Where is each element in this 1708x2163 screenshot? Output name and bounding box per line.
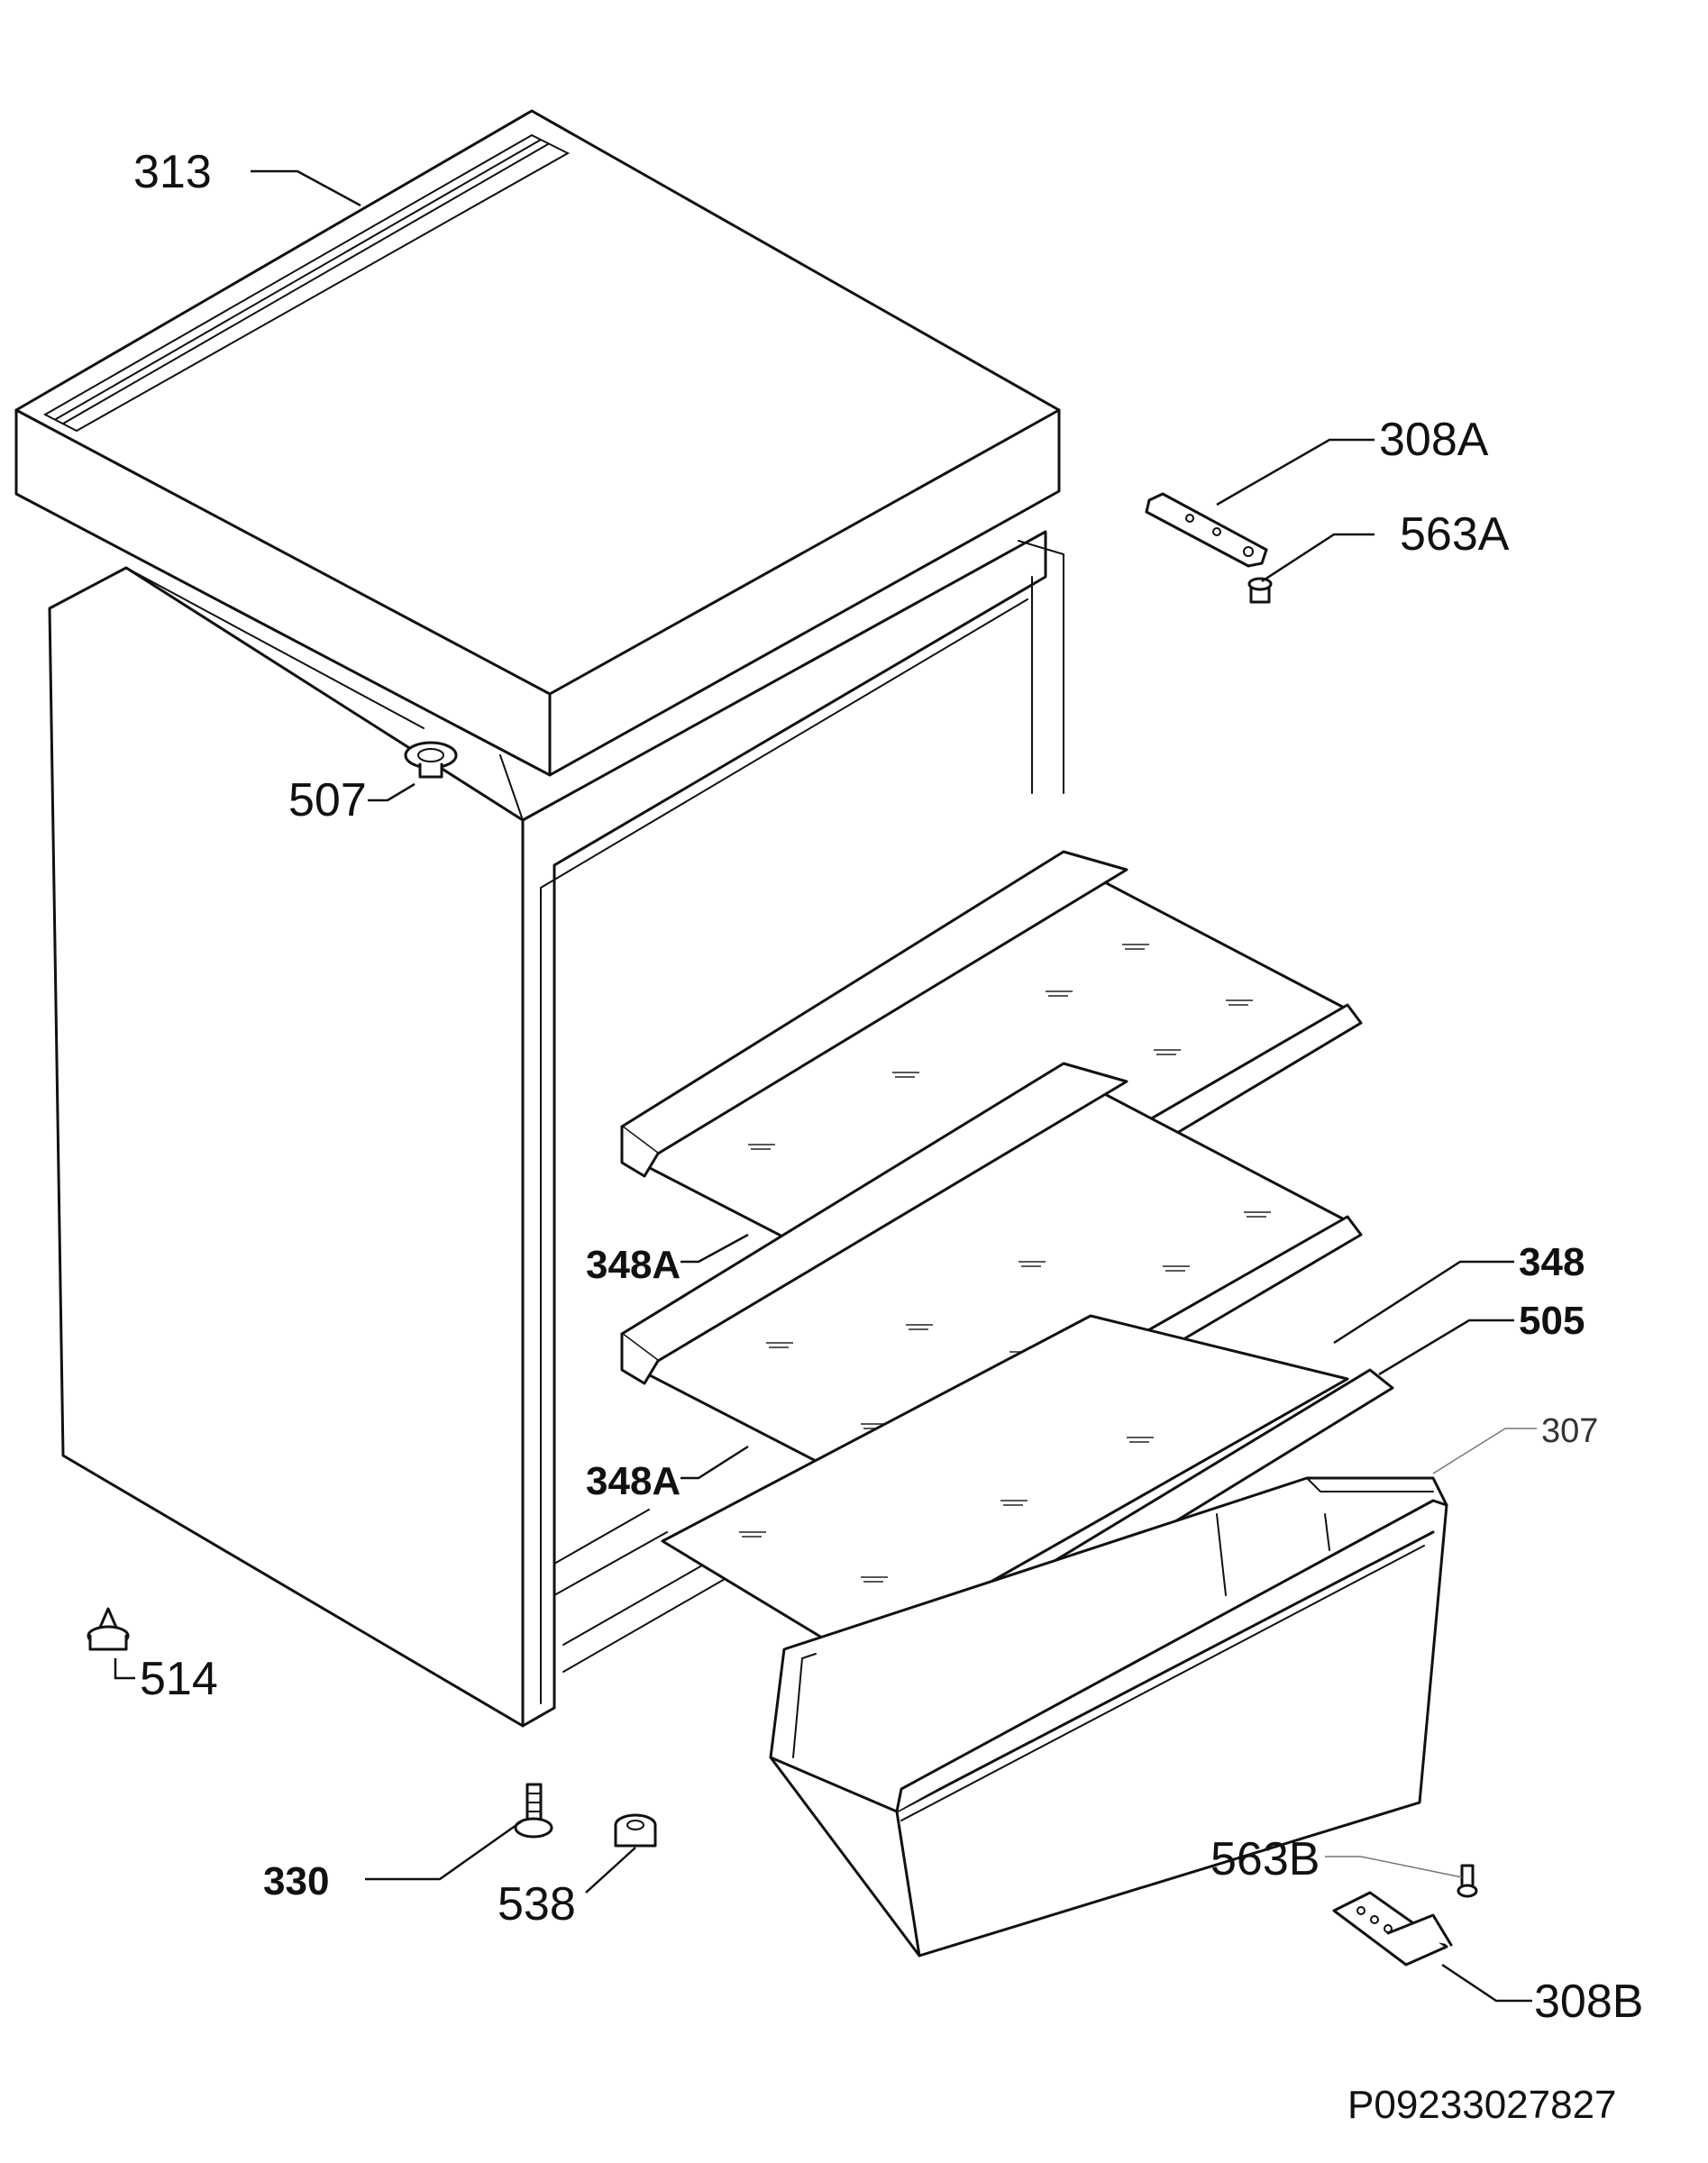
foot-514 — [87, 1607, 130, 1651]
plug-507 — [404, 741, 458, 779]
drawing-code: P09233027827 — [1347, 2083, 1617, 2127]
foot-330 — [514, 1783, 553, 1839]
crisper-bin — [769, 1476, 1448, 1958]
callout-514: 514 — [140, 1653, 218, 1705]
worktop-cover — [14, 109, 1061, 777]
callout-348A-lower: 348A — [586, 1459, 680, 1503]
spacer-538 — [614, 1813, 657, 1848]
callout-308A: 308A — [1379, 414, 1489, 466]
leader-lines — [114, 169, 1537, 2003]
callout-563B: 563B — [1210, 1833, 1320, 1885]
glass-plate-bottom — [661, 1314, 1349, 1660]
callout-307: 307 — [1541, 1412, 1598, 1450]
callout-348: 348 — [1519, 1240, 1585, 1284]
callout-538: 538 — [498, 1878, 576, 1930]
callout-labels: 313 308A 563A 507 348A 348 505 307 348A … — [133, 146, 1643, 2127]
hinge-308B — [1332, 1891, 1453, 1967]
screw-563A — [1247, 577, 1273, 604]
callout-507: 507 — [288, 774, 367, 826]
callout-563A: 563A — [1400, 508, 1510, 561]
callout-348A-upper: 348A — [586, 1243, 680, 1287]
callout-330: 330 — [263, 1859, 329, 1903]
cabinet-body — [48, 530, 1064, 1728]
callout-313: 313 — [133, 146, 212, 198]
callout-308B: 308B — [1534, 1976, 1643, 2028]
screw-563B — [1457, 1864, 1478, 1898]
hinge-308A — [1145, 492, 1268, 568]
callout-505: 505 — [1519, 1299, 1585, 1343]
